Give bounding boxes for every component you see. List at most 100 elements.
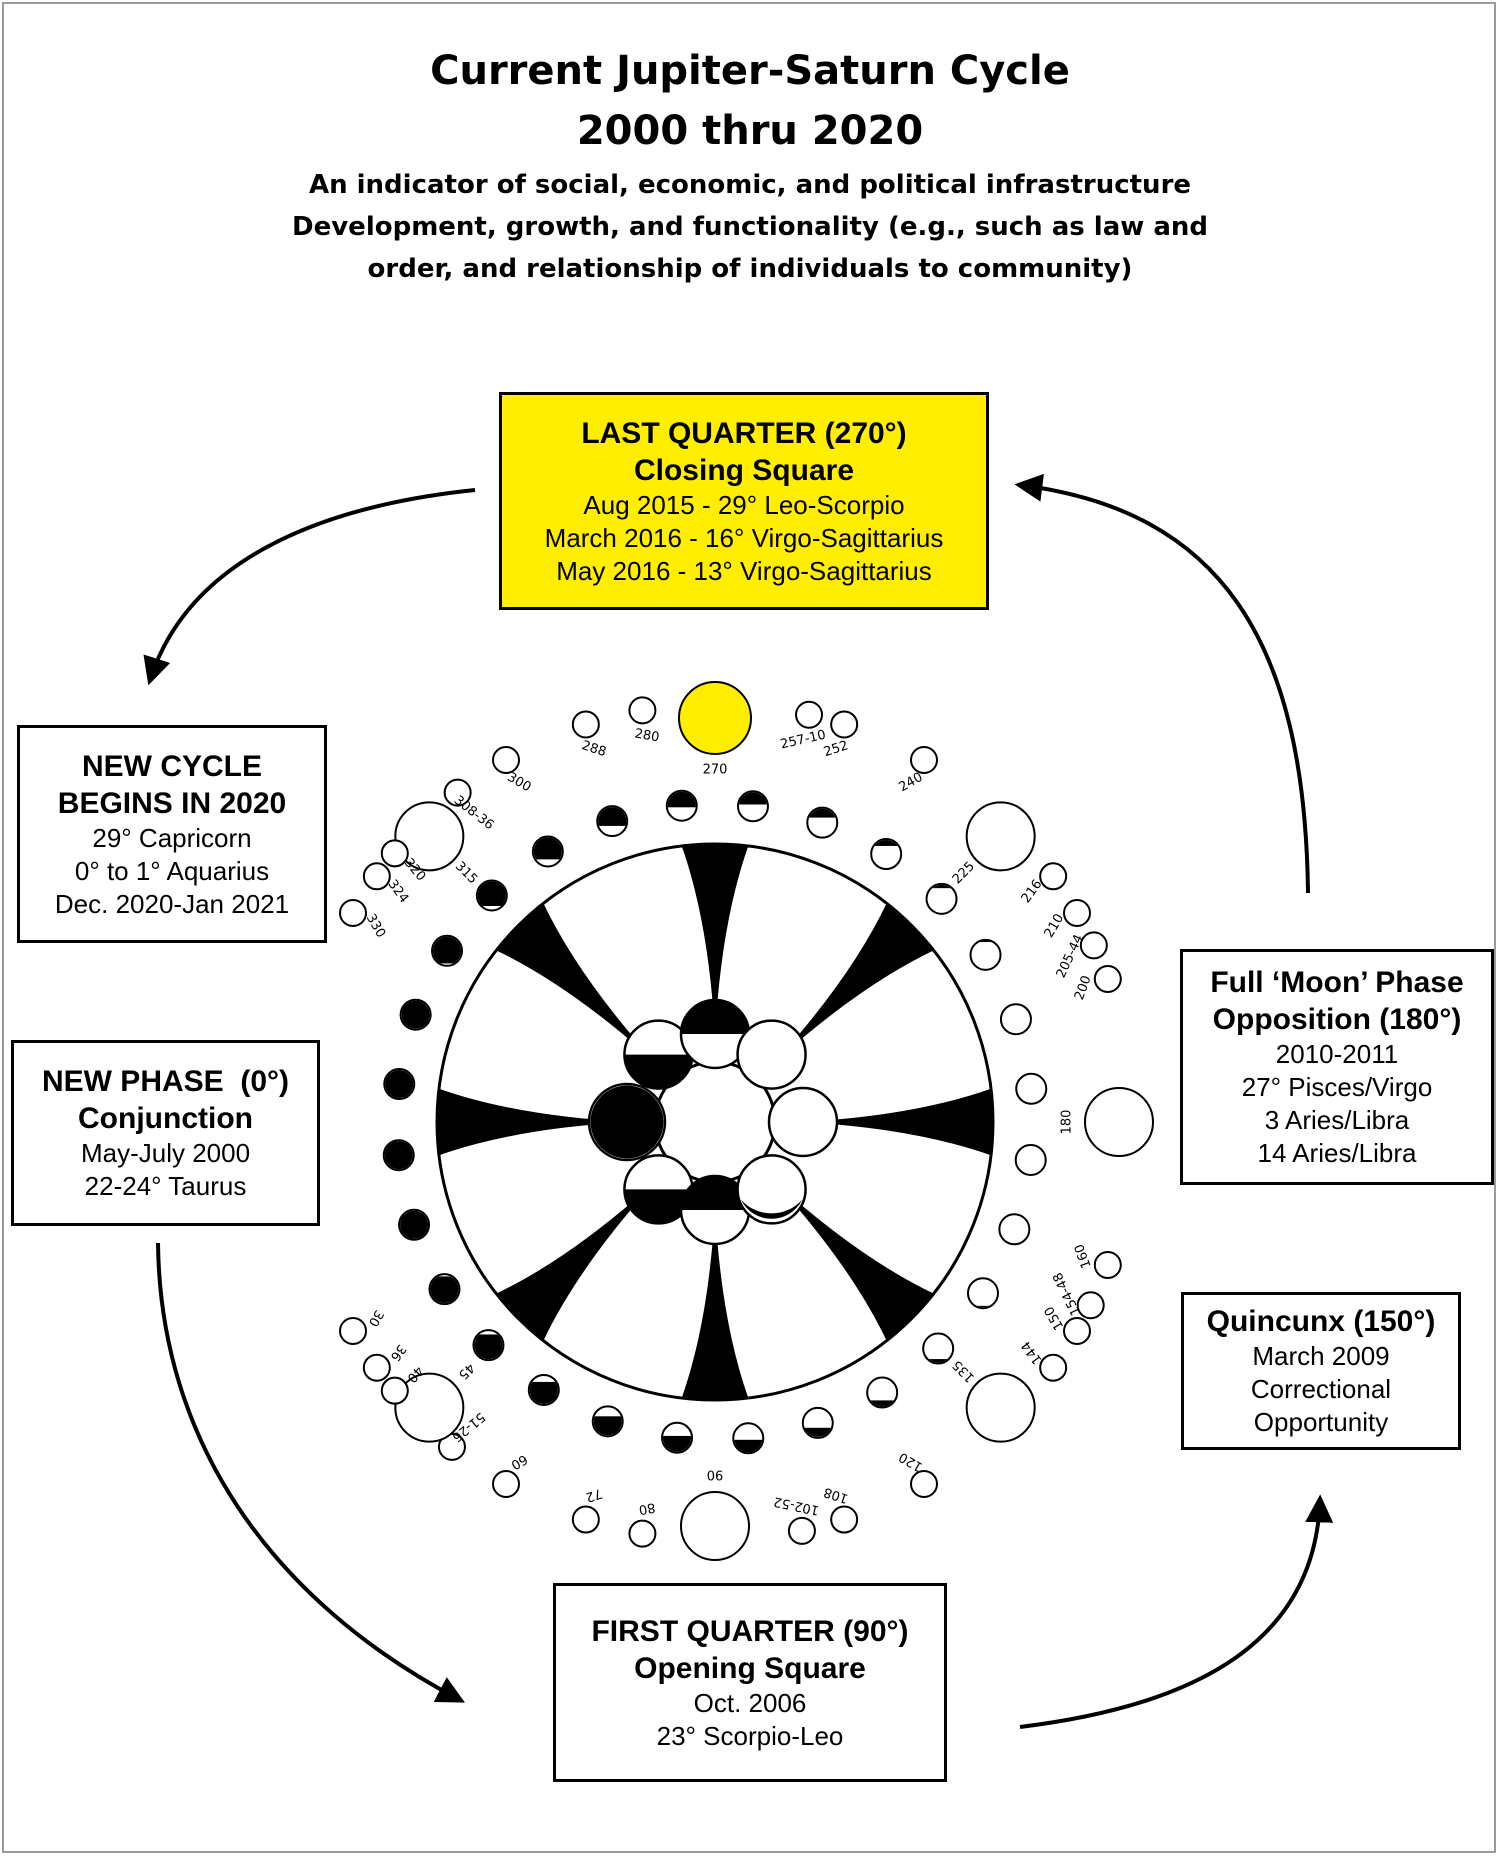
ring-moon xyxy=(398,1208,431,1241)
degree-marker: 90 xyxy=(680,1467,750,1561)
ring-moon xyxy=(736,790,769,823)
wheel-center-figure xyxy=(435,842,995,1402)
ring-moon xyxy=(1014,1143,1047,1176)
degree-circle xyxy=(830,710,859,739)
wheel-cusp xyxy=(494,901,655,1062)
degree-label: 72 xyxy=(584,1485,604,1504)
degree-label: 120 xyxy=(896,1449,925,1474)
ring-moon xyxy=(531,835,564,868)
arrow-to-last-quarter xyxy=(1014,473,1310,894)
degree-circle xyxy=(1062,899,1091,927)
full-moon-line: 27° Pisces/Virgo xyxy=(1241,1072,1433,1102)
degree-marker: 252 xyxy=(822,710,859,760)
quincunx-line: Correctional xyxy=(1250,1374,1392,1404)
wheel-cusp xyxy=(438,1088,630,1156)
degree-marker: 330 xyxy=(339,899,388,941)
degree-label: 330 xyxy=(363,911,388,940)
new-phase-heading: NEW PHASE (0°) xyxy=(41,1065,290,1098)
degree-circle xyxy=(492,1469,520,1498)
degree-label: 225 xyxy=(950,859,978,887)
degree-circle xyxy=(1039,1353,1068,1382)
full-moon-line: 2010-2011 xyxy=(1275,1039,1399,1069)
degree-circle xyxy=(394,1372,465,1443)
degree-circle xyxy=(680,1491,750,1561)
last-quarter-line: March 2016 - 16° Virgo-Sagittarius xyxy=(544,522,944,553)
ring-moon xyxy=(966,1277,999,1310)
degree-circle xyxy=(678,681,752,755)
new-cycle-box: NEW CYCLE BEGINS IN 2020 29° Capricorn 0… xyxy=(17,725,327,943)
wheel-cusps xyxy=(438,845,992,1399)
full-moon-subheading: Opposition (180°) xyxy=(1212,1003,1462,1036)
wheel-cusp xyxy=(681,1207,749,1399)
ring-moon xyxy=(925,882,958,915)
degree-circle xyxy=(362,862,391,891)
degree-circle xyxy=(628,696,657,725)
ring-moon xyxy=(922,1332,955,1365)
new-cycle-line: 0° to 1° Aquarius xyxy=(74,855,270,886)
last-quarter-line: May 2016 - 13° Virgo-Sagittarius xyxy=(556,555,932,586)
page-title: Current Jupiter-Saturn Cycle xyxy=(430,48,1070,94)
new-phase-box: NEW PHASE (0°) Conjunction May-July 2000… xyxy=(11,1040,320,1226)
last-quarter-box: LAST QUARTER (270°) Closing Square Aug 2… xyxy=(499,392,989,610)
wheel-cusp xyxy=(775,901,936,1062)
degree-label: 288 xyxy=(580,738,608,760)
degree-label: 108 xyxy=(822,1484,850,1506)
degree-label: 135 xyxy=(950,1357,978,1385)
degree-circle xyxy=(394,801,465,872)
subtitle-line-1: An indicator of social, economic, and po… xyxy=(308,170,1192,200)
degree-circle xyxy=(795,700,824,729)
quincunx-heading: Quincunx (150°) xyxy=(1206,1305,1436,1338)
degree-label: 60 xyxy=(508,1451,530,1472)
new-cycle-heading: NEW CYCLE xyxy=(82,749,262,783)
rosette-moon xyxy=(767,1086,839,1158)
subtitle-line-2: Development, growth, and functionality (… xyxy=(292,212,1208,242)
rosette-moon xyxy=(736,1154,807,1225)
degree-marker: 280 xyxy=(628,696,660,745)
degree-circle xyxy=(443,778,472,807)
degree-circle xyxy=(1084,1087,1154,1157)
degree-label: 180 xyxy=(1060,1110,1075,1135)
degree-label: 270 xyxy=(703,763,728,778)
degree-marker: 240 xyxy=(896,746,938,795)
rosette-moon xyxy=(736,1019,807,1090)
full-moon-line: 3 Aries/Libra xyxy=(1264,1105,1410,1135)
degree-circle xyxy=(1093,965,1122,994)
ring-moon xyxy=(382,1139,415,1172)
degree-label: 150 xyxy=(1042,1303,1067,1332)
quincunx-line: March 2009 xyxy=(1252,1341,1390,1371)
degree-circle xyxy=(830,1505,859,1534)
ring-moon xyxy=(806,806,839,839)
ring-moon xyxy=(665,789,698,822)
first-quarter-line: 23° Scorpio-Leo xyxy=(656,1720,844,1751)
ring-moon xyxy=(527,1373,560,1406)
new-phase-line: 22-24° Taurus xyxy=(84,1171,247,1201)
degree-circle xyxy=(628,1519,657,1548)
degree-label: 300 xyxy=(504,770,533,795)
new-cycle-line: Dec. 2020-Jan 2021 xyxy=(54,888,290,919)
degree-circle xyxy=(1093,1250,1122,1279)
subtitle-line-3: order, and relationship of individuals t… xyxy=(367,254,1133,284)
last-quarter-subheading: Closing Square xyxy=(633,453,855,487)
degree-label: 257-10 xyxy=(779,728,827,753)
degree-marker: 120 xyxy=(896,1449,938,1498)
degree-circle xyxy=(1079,931,1108,960)
ring-moon xyxy=(399,998,432,1031)
first-quarter-line: Oct. 2006 xyxy=(693,1687,807,1718)
degree-label: 36 xyxy=(387,1341,409,1363)
last-quarter-heading: LAST QUARTER (270°) xyxy=(581,416,907,450)
degree-circle xyxy=(1062,1317,1091,1345)
ring-moon xyxy=(596,805,629,838)
degree-label: 90 xyxy=(707,1467,724,1482)
rosette-moon xyxy=(679,1174,751,1246)
degree-marker: 216 xyxy=(1019,862,1068,906)
ring-moon xyxy=(866,1376,899,1409)
ring-moon xyxy=(383,1068,416,1101)
new-phase-subheading: Conjunction xyxy=(78,1102,253,1135)
degree-circle xyxy=(492,746,520,775)
degree-marker: 72 xyxy=(571,1485,604,1534)
first-quarter-box: FIRST QUARTER (90°) Opening Square Oct. … xyxy=(553,1583,947,1782)
degree-marker: 160 xyxy=(1072,1242,1122,1279)
arrow-to-first-quarter xyxy=(156,1242,465,1703)
